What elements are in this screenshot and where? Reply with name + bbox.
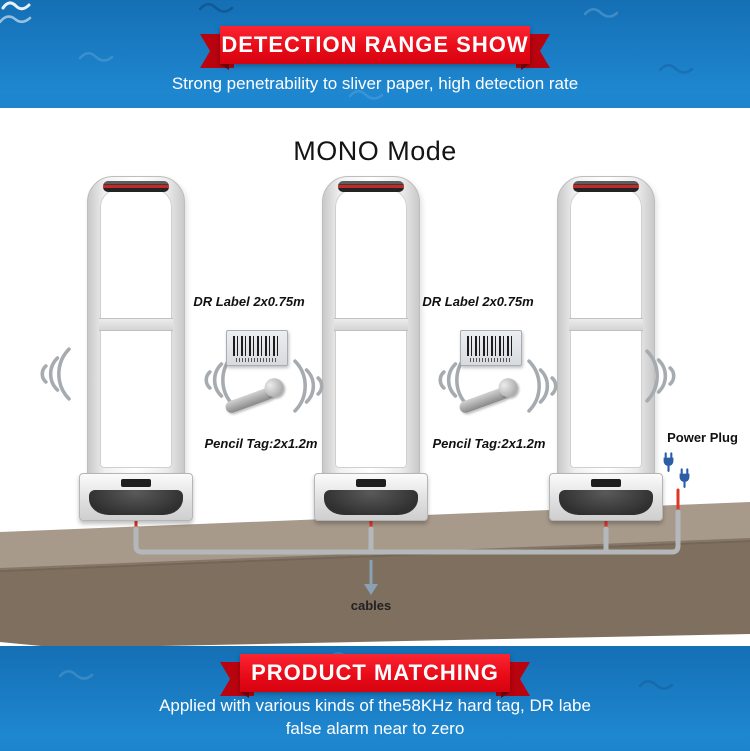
ribbon-fold-right xyxy=(501,692,510,698)
antenna-grille xyxy=(89,490,183,515)
antenna-base xyxy=(314,473,428,521)
power-plug-icon xyxy=(662,452,675,472)
ribbon-fold-left xyxy=(240,692,249,698)
power-plug-label: Power Plug xyxy=(667,430,738,445)
radio-wave-icon xyxy=(40,347,71,401)
header-subtitle: Strong penetrability to sliver paper, hi… xyxy=(171,74,579,93)
radio-wave-icon xyxy=(645,349,676,403)
antenna-led-strip xyxy=(103,181,169,192)
antenna-led-strip xyxy=(338,181,404,192)
power-plug-icon xyxy=(678,468,691,488)
dr-label-text-1: DR Label 2x0.75m xyxy=(193,294,305,309)
antenna-frame xyxy=(322,176,420,479)
antenna-crossbar xyxy=(334,318,408,332)
antenna-display xyxy=(356,479,386,487)
header-ribbon-title: DETECTION RANGE SHOW xyxy=(220,26,530,64)
pencil-tag-text-2: Pencil Tag:2x1.2m xyxy=(432,436,546,451)
cables-label: cables xyxy=(350,598,392,613)
header-banner: DETECTION RANGE SHOW Strong penetrabilit… xyxy=(0,0,750,108)
detection-range-diagram: MONO Mode cables xyxy=(0,108,750,646)
barcode-label-icon xyxy=(226,330,288,366)
antenna-grille xyxy=(324,490,418,515)
eas-antenna-2 xyxy=(314,176,428,521)
footer-ribbon: PRODUCT MATCHING xyxy=(220,654,510,698)
antenna-grille xyxy=(559,490,653,515)
antenna-crossbar xyxy=(99,318,173,332)
gray-cable xyxy=(133,509,681,555)
dr-label-text-2: DR Label 2x0.75m xyxy=(422,294,534,309)
footer-line-1: Applied with various kinds of the58KHz h… xyxy=(159,696,591,715)
footer-line-2: false alarm near to zero xyxy=(285,719,465,738)
antenna-led-strip xyxy=(573,181,639,192)
footer-banner: PRODUCT MATCHING Applied with various ki… xyxy=(0,646,750,751)
eas-antenna-3 xyxy=(549,176,663,521)
barcode-label-icon xyxy=(460,330,522,366)
ribbon-fold-right xyxy=(521,64,530,70)
mode-title: MONO Mode xyxy=(293,136,457,166)
antenna-frame xyxy=(557,176,655,479)
antenna-base xyxy=(549,473,663,521)
antenna-display xyxy=(121,479,151,487)
pencil-tag-text-1: Pencil Tag:2x1.2m xyxy=(204,436,318,451)
eas-antenna-1 xyxy=(79,176,193,521)
footer-ribbon-title: PRODUCT MATCHING xyxy=(240,654,510,692)
antenna-base xyxy=(79,473,193,521)
antenna-crossbar xyxy=(569,318,643,332)
down-arrow-icon xyxy=(364,560,378,595)
antenna-display xyxy=(591,479,621,487)
header-ribbon: DETECTION RANGE SHOW xyxy=(200,26,530,70)
ribbon-fold-left xyxy=(220,64,229,70)
antenna-frame xyxy=(87,176,185,479)
